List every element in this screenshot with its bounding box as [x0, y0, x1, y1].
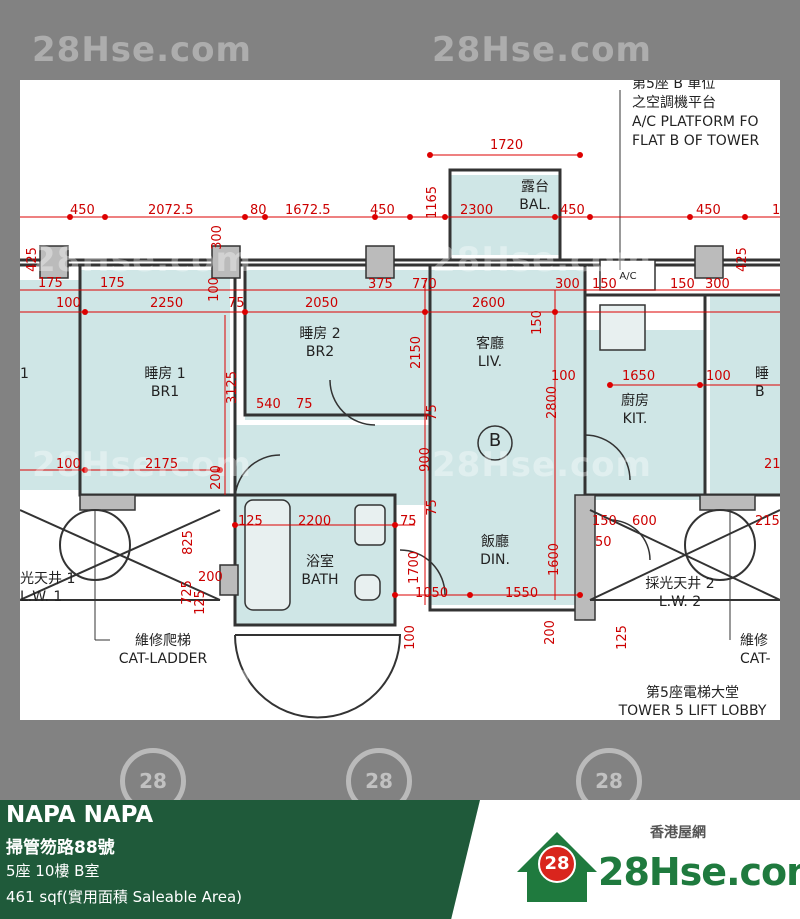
- listing-info-panel: [0, 800, 480, 919]
- dim-label: 21: [764, 457, 780, 472]
- dim-label: 125: [614, 625, 630, 650]
- brand-house-logo: [517, 832, 597, 902]
- dim-label: 2175: [145, 457, 179, 472]
- dim-label: 450: [70, 203, 95, 218]
- dim-label: 300: [555, 277, 580, 292]
- unit-letter: B: [488, 430, 502, 451]
- dim-label: 125: [238, 514, 263, 529]
- brand-badge: 28: [544, 853, 570, 874]
- listing-name: NAPA NAPA: [6, 802, 154, 828]
- dim-label: 825: [180, 530, 196, 555]
- dim-label: 150: [592, 277, 617, 292]
- dim-label: 1720: [490, 138, 524, 153]
- watermark-text: 28Hse.com: [32, 30, 252, 70]
- dim-label: 1700: [407, 550, 423, 585]
- dim-label: 2600: [472, 296, 506, 311]
- dim-label: 150: [592, 514, 617, 529]
- dim-label: 200: [542, 620, 558, 645]
- dim-label: 300: [209, 225, 225, 250]
- dim-label: 2050: [305, 296, 339, 311]
- floor-plan: 28Hse.com 28Hse.com 28Hse.com 28Hse.com …: [20, 80, 780, 720]
- dim-label: 1165: [425, 185, 441, 220]
- dim-label: 100: [56, 296, 81, 311]
- dim-label: 75: [424, 499, 440, 516]
- dim-label: 1050: [415, 586, 449, 601]
- dim-label: 2200: [298, 514, 332, 529]
- dim-label: 150: [529, 310, 545, 335]
- floor-plan-drawing: [20, 90, 780, 719]
- dim-label: 425: [734, 247, 750, 272]
- watermark-text: 28Hse.com: [32, 445, 252, 485]
- dim-label: 2250: [150, 296, 184, 311]
- dim-label: 300: [705, 277, 730, 292]
- dim-label: 1650: [622, 369, 656, 384]
- dim-label: 100: [402, 625, 418, 650]
- listing-unit: 5座 10樓 B室: [6, 862, 100, 880]
- dim-label: 900: [417, 447, 433, 472]
- dim-label: 450: [370, 203, 395, 218]
- dim-label: 200: [198, 570, 223, 585]
- dim-label: 3125: [225, 370, 241, 405]
- watermark-text: 28Hse.com: [432, 240, 652, 280]
- dim-label: 450: [696, 203, 721, 218]
- brand-tagline: 香港屋網: [650, 825, 706, 841]
- dim-label: 2072.5: [148, 203, 194, 218]
- dim-label: 75: [400, 514, 417, 529]
- dim-label: 75: [228, 296, 245, 311]
- watermark-text: 28Hse.com: [432, 658, 652, 698]
- dim-label: 100: [56, 457, 81, 472]
- dim-label: 75: [424, 404, 440, 421]
- dim-label: 200: [208, 465, 224, 490]
- dim-label: 1600: [547, 542, 563, 577]
- listing-area: 461 sqf(實用面積 Saleable Area): [6, 888, 242, 906]
- dim-label: 540: [256, 397, 281, 412]
- dim-label: 215: [755, 514, 780, 529]
- dim-label: 100: [551, 369, 576, 384]
- brand-logo-text[interactable]: 28Hse.com: [598, 850, 800, 894]
- dim-label: 1550: [505, 586, 539, 601]
- dim-label: 175: [38, 276, 63, 291]
- dim-label: 150: [670, 277, 695, 292]
- ac-label: A/C: [619, 271, 637, 282]
- dim-label: 1672.5: [285, 203, 331, 218]
- dim-label: 125: [192, 590, 208, 615]
- watermark-text: 28Hse.com: [432, 445, 652, 485]
- dim-label: 75: [296, 397, 313, 412]
- watermark-text: 28Hse.com: [32, 240, 252, 280]
- dim-label: 2800: [545, 385, 561, 420]
- dim-label: 100: [206, 277, 222, 302]
- dim-label: 450: [560, 203, 585, 218]
- listing-info-bar: NAPA NAPA 掃管笏路88號 5座 10樓 B室 461 sqf(實用面積…: [0, 800, 800, 919]
- watermark-text: 28Hse.com: [32, 658, 252, 698]
- listing-address: 掃管笏路88號: [6, 838, 115, 858]
- dim-label: 50: [595, 535, 612, 550]
- dim-label: 2150: [409, 335, 425, 370]
- dim-label: 175: [100, 276, 125, 291]
- dim-label: 600: [632, 514, 657, 529]
- watermark-text: 28Hse.com: [432, 30, 652, 70]
- dim-label: 100: [706, 369, 731, 384]
- dim-label: 2300: [460, 203, 494, 218]
- dim-label: 425: [24, 247, 40, 272]
- dim-label: 80: [250, 203, 267, 218]
- left-edge-label: 1: [20, 366, 29, 382]
- dim-label: 1: [772, 203, 780, 218]
- dim-label: 375: [368, 277, 393, 292]
- dim-label: 770: [412, 277, 437, 292]
